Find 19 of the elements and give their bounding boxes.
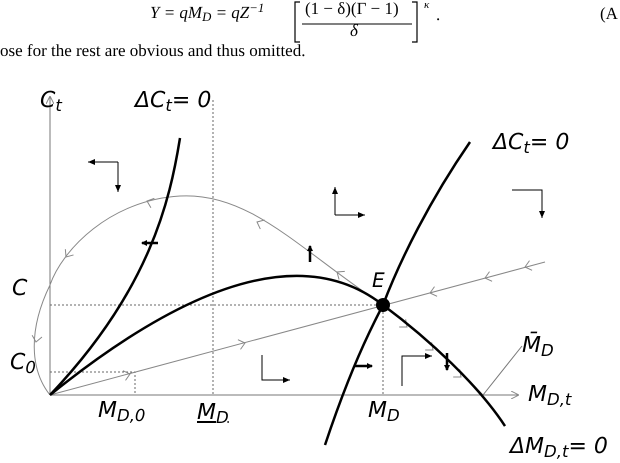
- equation-period: .: [436, 6, 440, 23]
- axis-value-label: M$_{D,0}$: [98, 400, 146, 422]
- point-label: E: [372, 270, 385, 290]
- leader-line: [482, 346, 522, 396]
- equation-numerator: (1 − δ)(Γ − 1): [305, 0, 399, 17]
- axis-label: C$_{t}$: [40, 90, 62, 112]
- equation-exponent: κ: [424, 0, 430, 11]
- curve-label: M̄$_{D}$: [522, 326, 558, 366]
- curve-label: ΔC$_{t}$= 0: [135, 90, 212, 112]
- equation-denominator: δ: [350, 22, 358, 39]
- equation-text: Y = qM$_{D}$ = qZ$^{−1}$: [150, 4, 264, 21]
- axis-label: M$_{D,t}$: [528, 384, 572, 406]
- axis-value-label: C: [12, 278, 28, 300]
- curve-label: ΔM$_{D,t}$= 0: [510, 436, 608, 458]
- equation-number: (A: [600, 5, 618, 22]
- curve-label: ΔC$_{t}$= 0: [493, 132, 570, 154]
- axis-value-label: M$_{D}$: [368, 400, 400, 422]
- axis-value-label: M$_{D}$: [197, 402, 229, 424]
- body-text: ose for the rest are obvious and thus omitted.: [0, 42, 306, 59]
